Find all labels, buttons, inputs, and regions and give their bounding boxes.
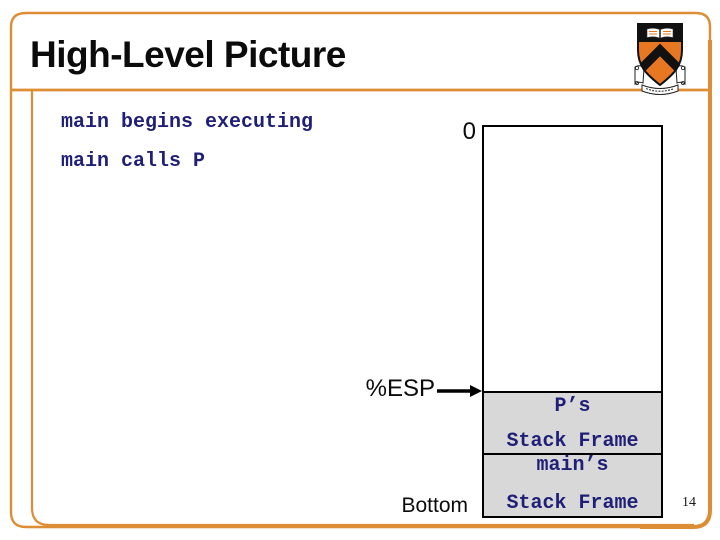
p-frame-label: Stack Frame <box>506 430 639 453</box>
stack-rectangle: P’s Stack Frame main’s Stack Frame <box>482 125 663 518</box>
slide-title: High-Level Picture <box>30 34 346 75</box>
main-frame-owner-label: main’s <box>536 454 609 477</box>
bullet-main-calls-p: main calls P <box>61 150 206 173</box>
shield-book <box>646 27 674 39</box>
bullet-main-begins-executing: main begins executing <box>61 111 314 134</box>
shield-scroll-right <box>675 65 686 86</box>
p-frame-owner-label: P’s <box>554 395 591 418</box>
address-zero-label: 0 <box>462 118 476 145</box>
stack-bottom-label: Bottom <box>401 494 468 517</box>
main-frame-label: Stack Frame <box>506 492 639 515</box>
stack-free-region <box>484 127 661 391</box>
esp-register-label: %ESP <box>365 375 435 402</box>
shield-banner <box>641 84 679 95</box>
shield-scroll-left <box>634 65 645 86</box>
page-number: 14 <box>682 495 696 510</box>
frame-divider-line <box>484 453 661 455</box>
esp-arrow-icon <box>437 385 482 397</box>
princeton-shield-logo <box>634 23 686 95</box>
